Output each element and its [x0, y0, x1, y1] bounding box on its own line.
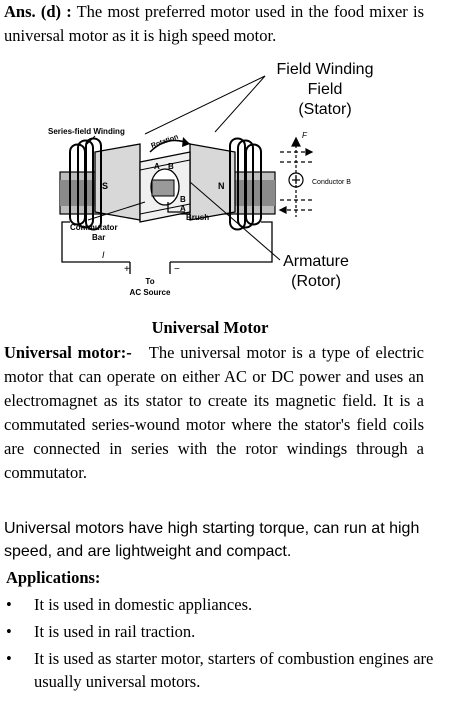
- field-label: Field: [308, 81, 343, 98]
- ac-source-label: AC Source: [130, 288, 171, 297]
- n-pole-shoe: [189, 143, 236, 221]
- list-item: • It is used as starter motor, starters o…: [0, 647, 440, 693]
- applications-list: • It is used in domestic appliances. • It …: [0, 593, 440, 697]
- rotation-label: Rotation: [150, 134, 179, 150]
- circuit-wires: [61, 202, 273, 274]
- rotation-arrowhead: [182, 137, 190, 147]
- field-winding-label: Field Winding: [277, 61, 374, 78]
- list-item-text: It is used as starter motor, starters of…: [34, 649, 434, 691]
- armature-a-lower-label: A: [180, 204, 186, 213]
- armature-b-upper-label: B: [168, 162, 174, 171]
- universal-motor-diagram: Field Winding Field (Stator) Series-fiel…: [48, 61, 374, 297]
- universal-motor-paragraph: Universal motor:- The universal motor is…: [4, 341, 424, 485]
- list-item-text: It is used in domestic appliances.: [34, 595, 253, 614]
- force-f-label: F: [302, 131, 308, 140]
- to-label: To: [145, 277, 154, 286]
- n-pole-label: N: [218, 181, 225, 191]
- figure-caption: Universal Motor: [151, 318, 269, 337]
- armature-label: Armature: [283, 253, 349, 270]
- universal-motor-text: The universal motor is a type of electri…: [4, 343, 429, 482]
- stator-label: (Stator): [298, 101, 351, 118]
- universal-motor-heading: Universal motor:-: [4, 343, 132, 362]
- brush-label: Brush: [186, 213, 209, 222]
- armature-body: [139, 151, 191, 223]
- armature-a-upper-label: A: [154, 162, 160, 171]
- list-item: • It is used in domestic appliances.: [0, 593, 440, 616]
- bullet-icon: •: [6, 649, 12, 668]
- applications-heading: Applications:: [6, 568, 101, 587]
- bullet-icon: •: [6, 622, 12, 641]
- answer-text: The most preferred motor used in the foo…: [4, 2, 424, 45]
- minus-terminal-label: −: [174, 264, 180, 275]
- rotor-label: (Rotor): [291, 273, 341, 290]
- current-label: I: [102, 250, 105, 260]
- conductor-label: Conductor B: [312, 179, 351, 186]
- plus-terminal-label: +: [124, 264, 130, 275]
- left-field-coil: [69, 137, 102, 231]
- s-pole-label: S: [102, 181, 108, 191]
- series-field-winding-label: Series-field Winding: [48, 127, 125, 136]
- characteristics-paragraph: Universal motors have high starting torq…: [4, 520, 420, 560]
- commutator-label: Commutator: [70, 223, 118, 232]
- armature-b-lower-label: B: [180, 195, 186, 204]
- bullet-icon: •: [6, 595, 12, 614]
- bar-label: Bar: [92, 233, 105, 242]
- list-item-text: It is used in rail traction.: [34, 622, 196, 641]
- list-item: • It is used in rail traction.: [0, 620, 440, 643]
- answer-paragraph: Ans. (d) : The most preferred motor used…: [4, 0, 424, 48]
- answer-prefix: Ans. (d) :: [4, 2, 72, 21]
- conductor-force-inset: [278, 136, 314, 217]
- leader-lines: [86, 75, 281, 261]
